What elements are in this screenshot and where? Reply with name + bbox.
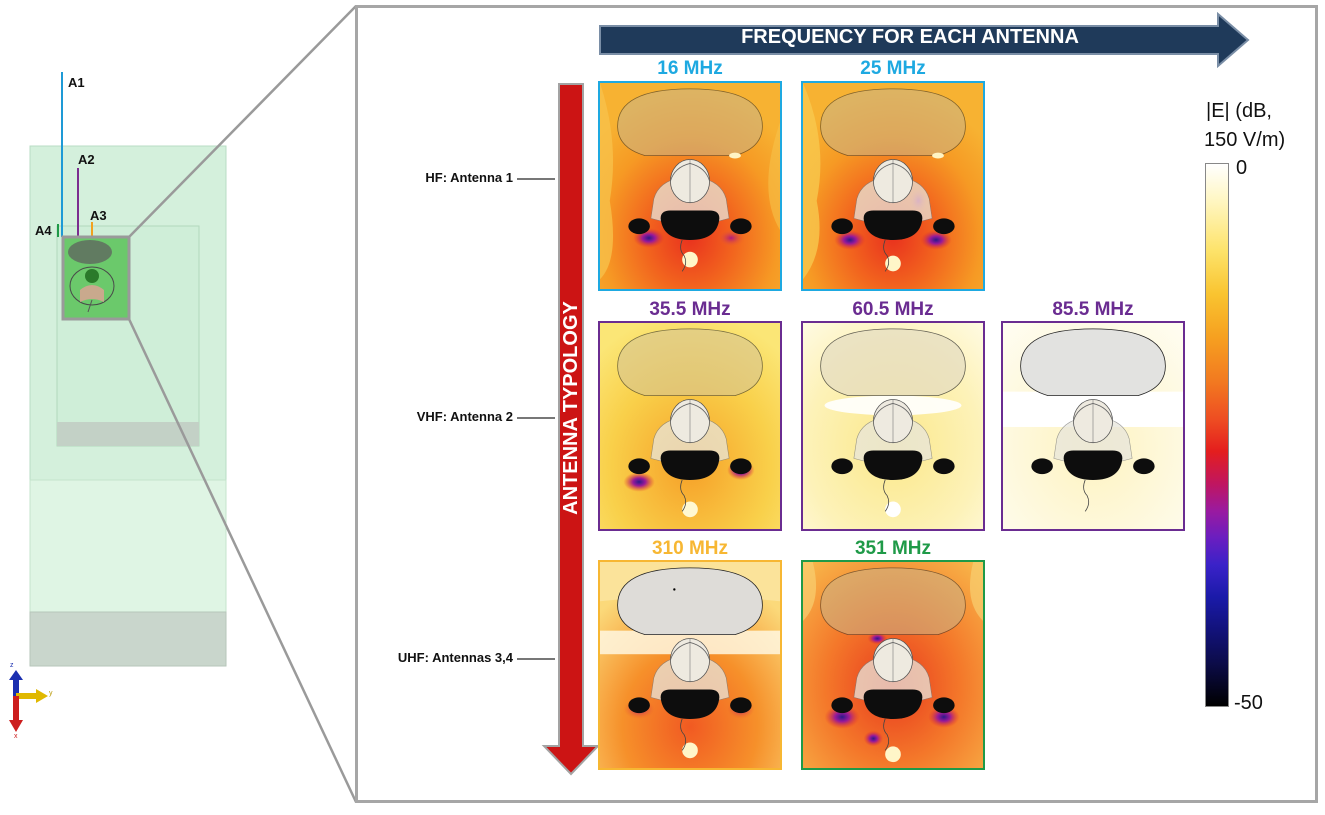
antenna-label-a4: A4 bbox=[35, 223, 52, 238]
row-label-vhf: VHF: Antenna 2 bbox=[416, 409, 513, 424]
typology-text: ANTENNA TYPOLOGY bbox=[560, 301, 582, 515]
freq-label-85-5: 85.5 MHz bbox=[1052, 299, 1134, 320]
freq-label-35-5: 35.5 MHz bbox=[649, 299, 731, 320]
freq-label-351: 351 MHz bbox=[854, 538, 932, 559]
field-map-310mhz bbox=[598, 560, 782, 770]
field-map-25mhz bbox=[801, 81, 985, 291]
row-label-uhf: UHF: Antennas 3,4 bbox=[397, 650, 513, 665]
model-view: A1 A2 A3 A4 z y x bbox=[0, 0, 360, 810]
freq-label-16: 16 MHz bbox=[657, 58, 723, 79]
field-map-16mhz bbox=[598, 81, 782, 291]
colorbar-max-label: 0 bbox=[1236, 157, 1248, 179]
colorbar-title-line2: 150 V/m) bbox=[1204, 129, 1286, 151]
field-map-35-5mhz bbox=[598, 321, 782, 531]
field-map-60-5mhz bbox=[801, 321, 985, 531]
antenna-label-a1: A1 bbox=[68, 75, 85, 90]
row-connector-hf bbox=[517, 178, 555, 180]
frequency-banner-text: FREQUENCY FOR EACH ANTENNA bbox=[741, 26, 1079, 48]
axis-label-x: x bbox=[14, 733, 18, 740]
row-label-hf: HF: Antenna 1 bbox=[425, 170, 513, 185]
colorbar bbox=[1205, 163, 1229, 707]
freq-label-310: 310 MHz bbox=[651, 538, 729, 559]
zoom-frame bbox=[355, 5, 1318, 803]
typology-arrow bbox=[541, 83, 601, 776]
row-connector-vhf bbox=[517, 417, 555, 419]
frequency-banner-arrow bbox=[599, 12, 1250, 68]
antenna-label-a3: A3 bbox=[90, 208, 107, 223]
colorbar-title-line1: |E| (dB, bbox=[1206, 100, 1272, 122]
freq-label-60-5: 60.5 MHz bbox=[852, 299, 934, 320]
field-map-351mhz bbox=[801, 560, 985, 770]
axis-label-y: y bbox=[49, 690, 53, 697]
field-map-85-5mhz bbox=[1001, 321, 1185, 531]
model-drawing bbox=[9, 5, 358, 803]
colorbar-min-label: -50 bbox=[1234, 692, 1263, 714]
antenna-label-a2: A2 bbox=[78, 152, 95, 167]
axis-label-z: z bbox=[10, 662, 14, 669]
freq-label-25: 25 MHz bbox=[860, 58, 926, 79]
row-connector-uhf bbox=[517, 658, 555, 660]
